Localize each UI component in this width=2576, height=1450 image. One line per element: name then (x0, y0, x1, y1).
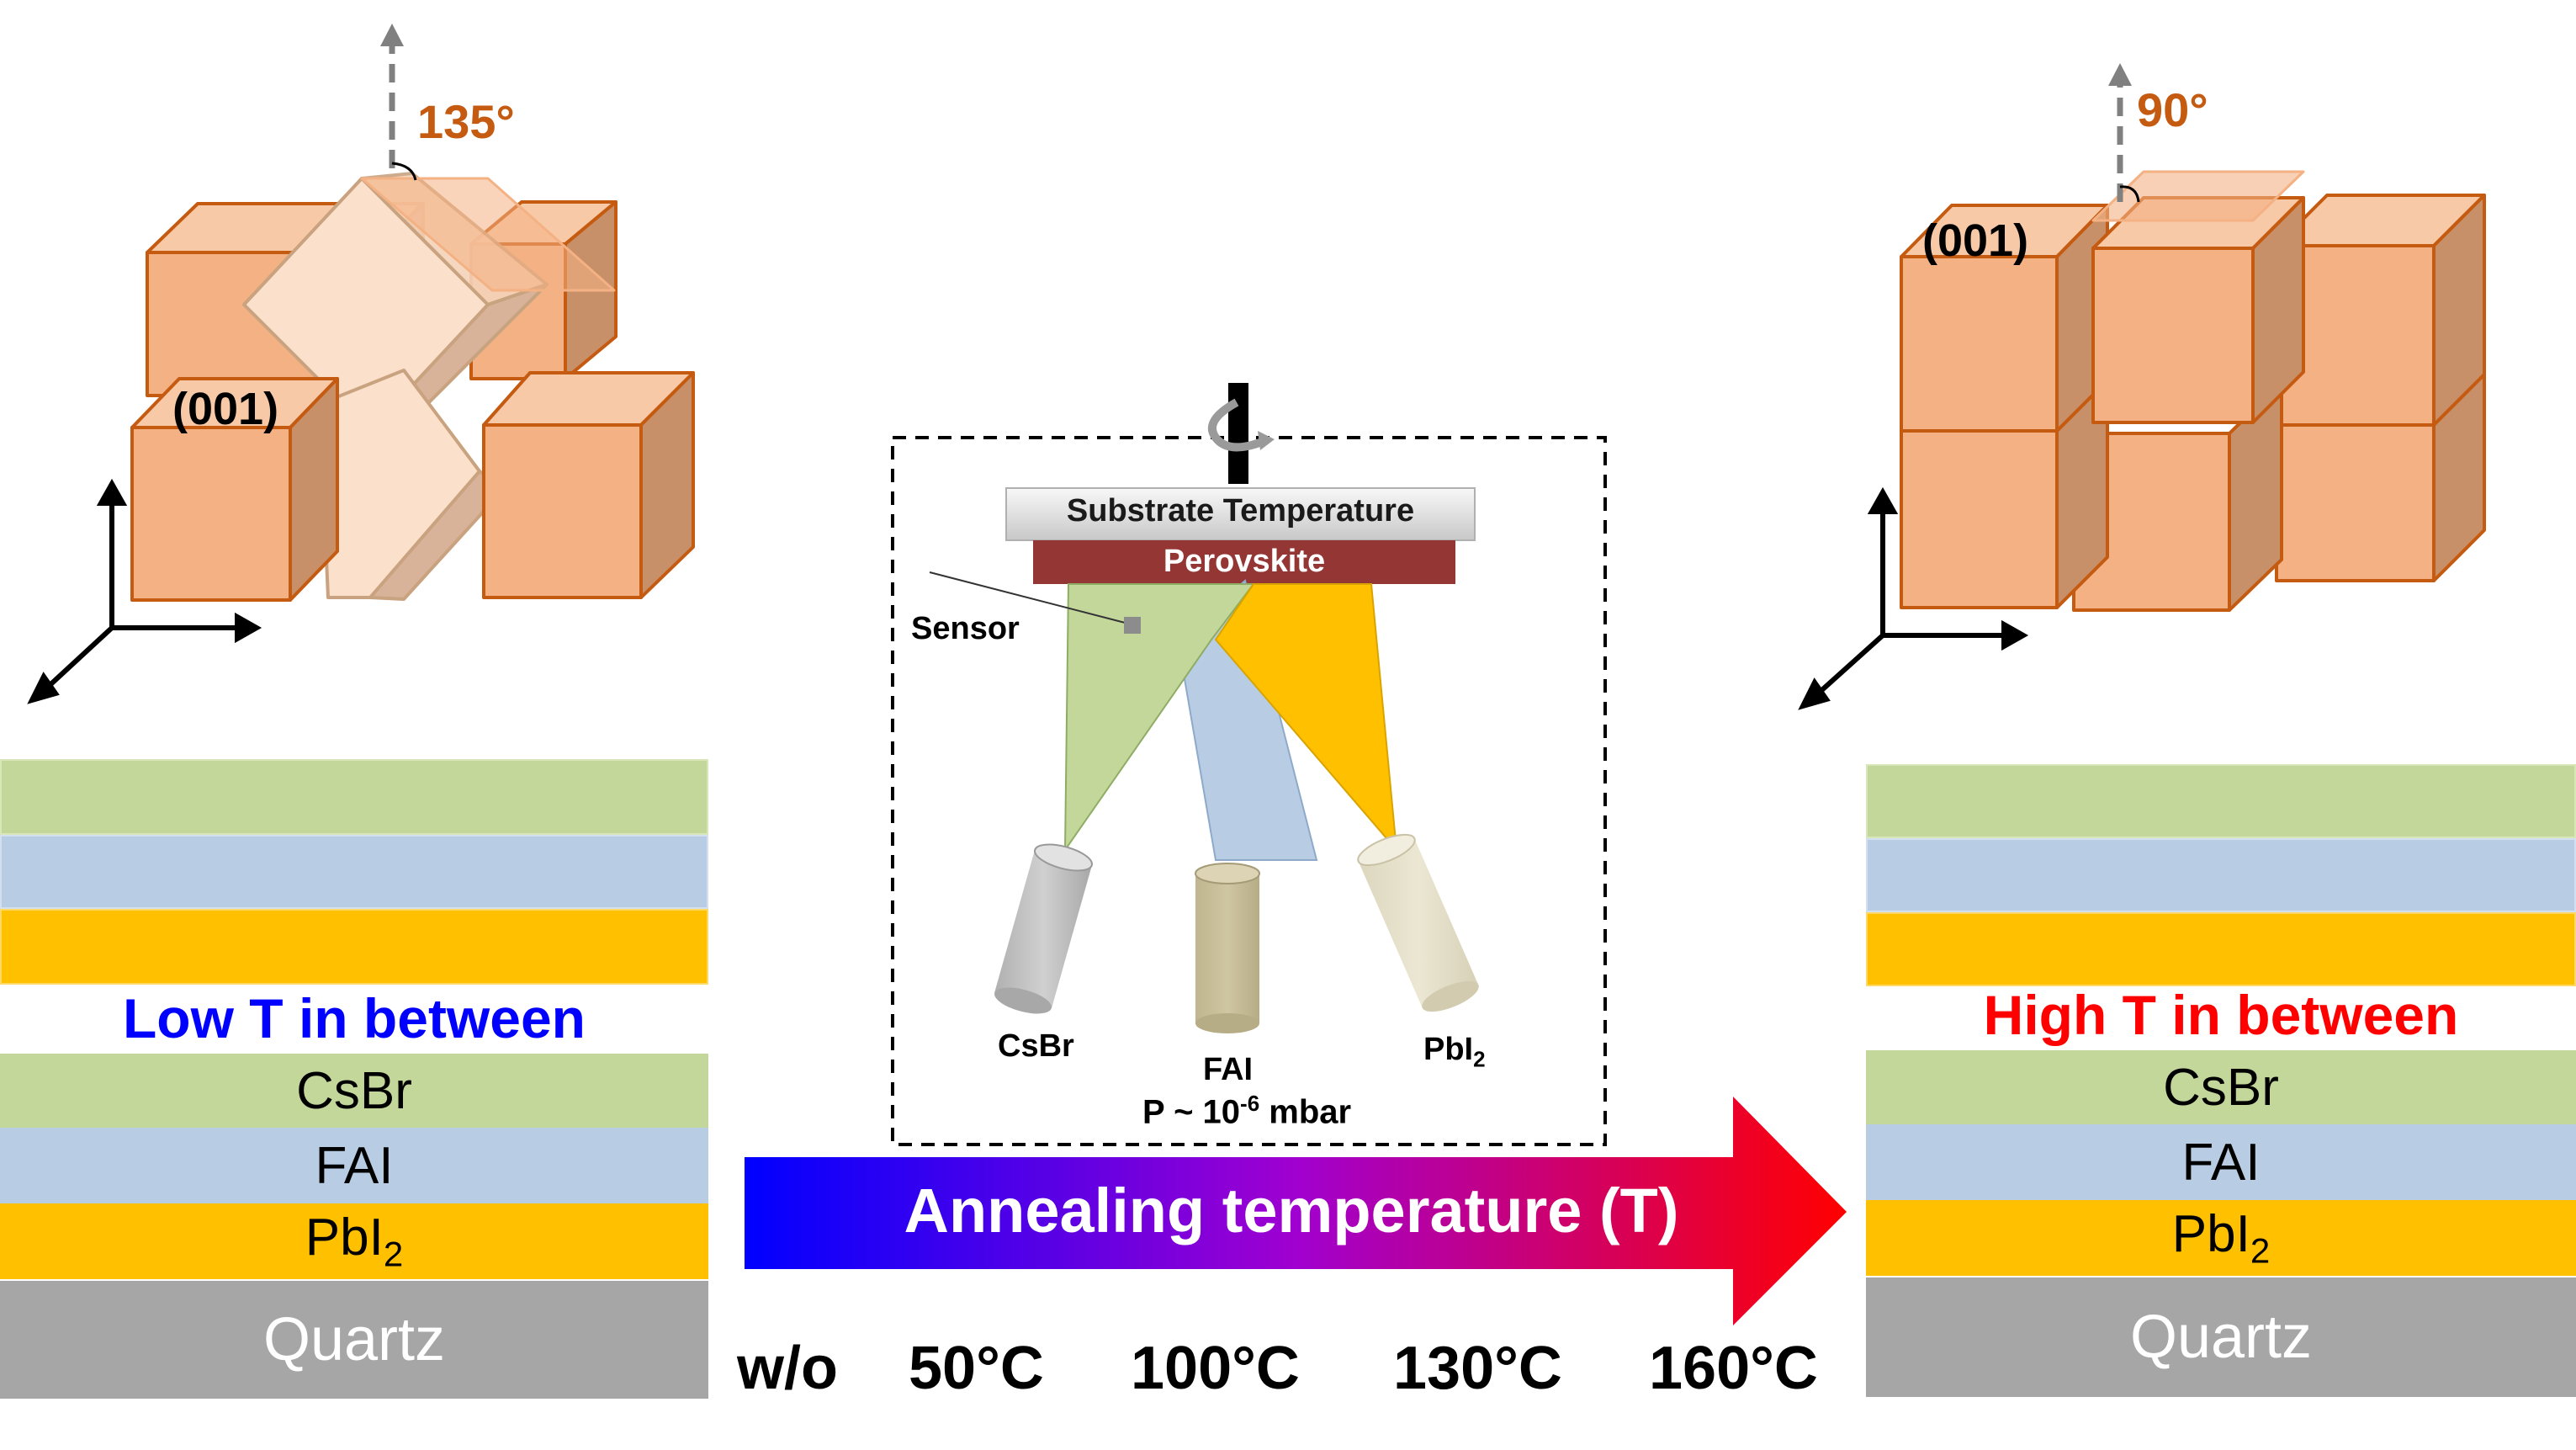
right-fai-layer: FAI (1866, 1124, 2576, 1200)
left-angle-label: 135° (417, 95, 515, 148)
left-plane-label: (001) (172, 384, 279, 434)
right-cube-top-right (2275, 194, 2486, 427)
right-quartz-layer: Quartz (1866, 1277, 2576, 1397)
rotation-icon (1207, 398, 1264, 452)
left-front-cube (130, 377, 339, 602)
sensor-label: Sensor (911, 611, 1020, 646)
right-csbr-label: CsBr (2163, 1058, 2279, 1117)
right-cube-top-left (1900, 204, 2109, 433)
csbr-plume (1063, 583, 1256, 853)
right-pbi2-label: PbI2 (2171, 1205, 2271, 1271)
deposition-chamber (891, 383, 1607, 1146)
left-csbr-label: CsBr (296, 1061, 412, 1120)
right-quartz-label: Quartz (2129, 1304, 2313, 1371)
tick-160c: 160°C (1649, 1335, 1818, 1402)
right-normal-arrow (2108, 63, 2140, 203)
left-top-fai-layer (0, 835, 708, 909)
left-top-csbr-layer (0, 759, 708, 835)
right-cube-bottom-right (2275, 373, 2486, 582)
right-angle-label: 90° (2137, 83, 2208, 136)
right-caption: High T in between (1983, 984, 2459, 1046)
tick-100c: 100°C (1131, 1335, 1300, 1402)
right-pbi2-layer: PbI2 (1866, 1200, 2576, 1276)
right-crystal-group (1900, 170, 2486, 612)
left-fai-layer: FAI (0, 1128, 708, 1203)
left-pbi2-label: PbI2 (305, 1208, 404, 1274)
perovskite-label: Perovskite (1163, 544, 1326, 579)
left-tilted-plane (360, 177, 616, 292)
tick-50c: 50°C (909, 1335, 1044, 1402)
left-right-cube (482, 371, 695, 599)
right-cube-top-mid (2091, 196, 2305, 424)
left-top-pbi2-layer (0, 909, 708, 985)
left-quartz-label: Quartz (262, 1306, 446, 1373)
left-quartz-layer: Quartz (0, 1281, 708, 1399)
left-csbr-layer: CsBr (0, 1054, 708, 1128)
left-crystal-group (130, 172, 695, 602)
substrate-label: Substrate Temperature (1066, 493, 1415, 528)
pbi2-crucible (1357, 833, 1479, 1012)
tick-without: w/o (737, 1335, 838, 1402)
annealing-label: Annealing temperature (T) (904, 1176, 1679, 1246)
annealing-arrow (745, 1097, 1847, 1325)
left-axes (27, 478, 262, 704)
left-caption: Low T in between (122, 987, 586, 1049)
left-pbi2-layer: PbI2 (0, 1203, 708, 1279)
right-fai-label: FAI (2181, 1133, 2261, 1192)
pressure-label: P ~ 10-6 mbar (1142, 1091, 1352, 1131)
right-plane-label: (001) (1922, 215, 2029, 266)
tick-130c: 130°C (1393, 1335, 1562, 1402)
right-cube-bottom-left (1900, 379, 2109, 609)
sensor (1124, 617, 1141, 634)
rotation-shaft (1228, 383, 1248, 484)
right-top-csbr-layer (1866, 764, 2576, 838)
fai-source-label: FAI (1203, 1052, 1254, 1087)
fai-crucible (1195, 863, 1260, 1033)
right-axes (1798, 486, 2029, 710)
left-fai-label: FAI (315, 1136, 394, 1195)
left-normal-arrow (380, 24, 417, 181)
right-top-fai-layer (1866, 838, 2576, 912)
right-cube-bottom-mid (2072, 381, 2283, 612)
csbr-source-label: CsBr (998, 1028, 1074, 1064)
csbr-crucible (994, 843, 1093, 1014)
pbi2-source-label: PbI2 (1423, 1032, 1486, 1072)
sensor-wire (929, 571, 1132, 625)
right-top-pbi2-layer (1866, 912, 2576, 986)
right-csbr-layer: CsBr (1866, 1050, 2576, 1124)
perovskite-film (1033, 540, 1455, 584)
left-lower-tilted-cube (318, 369, 506, 601)
